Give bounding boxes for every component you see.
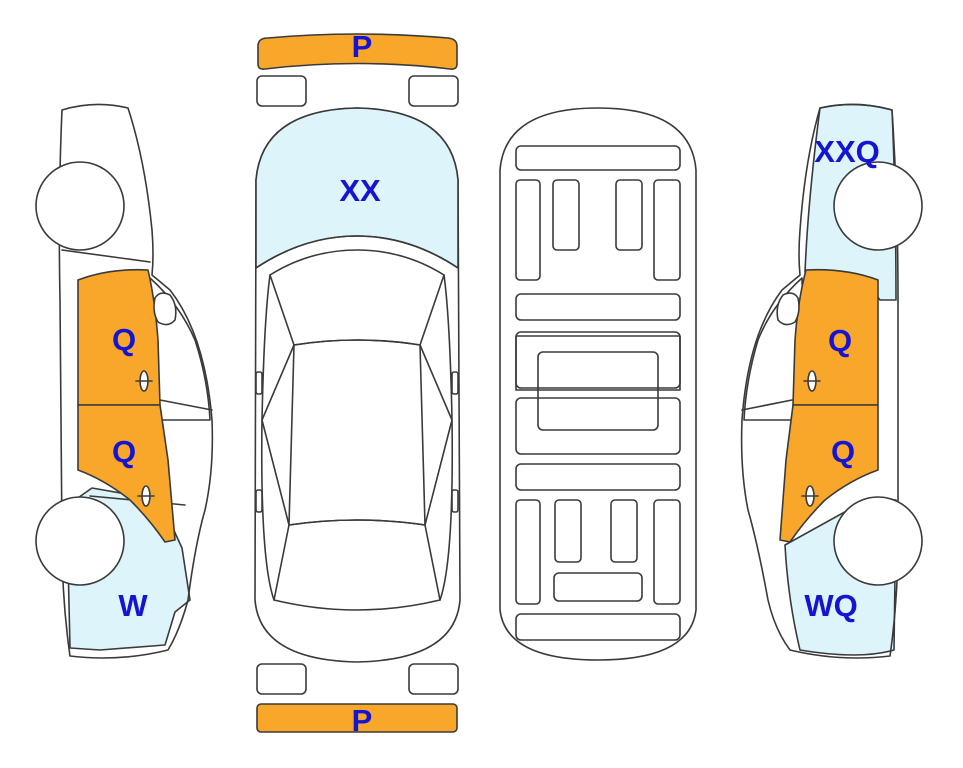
left-rear-door bbox=[77, 404, 176, 543]
right-rear-quarter-label: WQ bbox=[804, 588, 857, 623]
front-bumper-label: P bbox=[352, 29, 373, 64]
left-rear-wheel bbox=[35, 496, 125, 586]
left-rear-quarter-label: W bbox=[118, 588, 148, 623]
car-right-side-view bbox=[740, 103, 923, 659]
right-front-wheel bbox=[833, 161, 923, 251]
left-rear-door-label: Q bbox=[112, 434, 136, 469]
front-bumper bbox=[257, 33, 458, 70]
right-rear-wheel bbox=[833, 496, 923, 586]
left-front-door bbox=[77, 268, 161, 406]
right-front-fender-label: XXQ bbox=[814, 134, 879, 169]
car-left-side-view bbox=[35, 103, 214, 659]
right-front-door-label: Q bbox=[828, 323, 852, 358]
rear-bumper-label: P bbox=[352, 703, 373, 738]
rear-bumper bbox=[256, 703, 458, 733]
right-rear-door-label: Q bbox=[831, 434, 855, 469]
hood-label: XX bbox=[339, 173, 381, 208]
right-rear-door bbox=[779, 404, 879, 543]
car-top-view bbox=[254, 33, 461, 733]
left-front-door-label: Q bbox=[112, 322, 136, 357]
car-underbody-view bbox=[499, 107, 697, 661]
left-front-wheel bbox=[35, 161, 125, 251]
right-front-door bbox=[792, 268, 879, 406]
